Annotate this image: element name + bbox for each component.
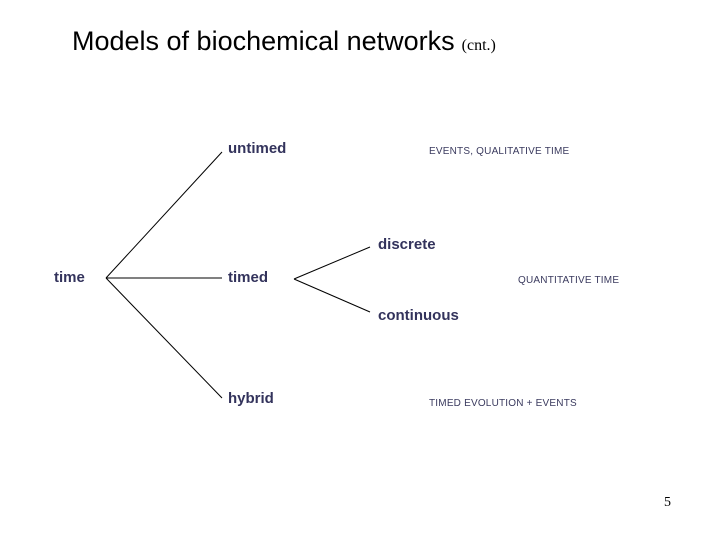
page-number: 5 [664,495,671,510]
tree-node-continuous: continuous [378,307,459,324]
tree-node-discrete: discrete [378,236,436,253]
page-title-main: Models of biochemical networks [72,26,455,56]
annotation-timed: QUANTITATIVE TIME [518,275,620,286]
annotation-hybrid: TIMED EVOLUTION + EVENTS [429,398,577,409]
edge-timed-discrete [293,246,371,280]
edge-timed-continuous [293,278,371,313]
annotation-untimed: EVENTS, QUALITATIVE TIME [429,146,570,157]
tree-node-time: time [54,269,85,286]
page-title-suffix: (cnt.) [461,37,496,54]
tree-node-timed: timed [228,269,269,286]
edge-time-untimed [105,151,223,279]
tree-node-hybrid: hybrid [228,390,274,407]
edge-time-hybrid [105,277,223,399]
page-title: Models of biochemical networks (cnt.) [72,26,496,57]
tree-node-untimed: untimed [228,140,287,157]
